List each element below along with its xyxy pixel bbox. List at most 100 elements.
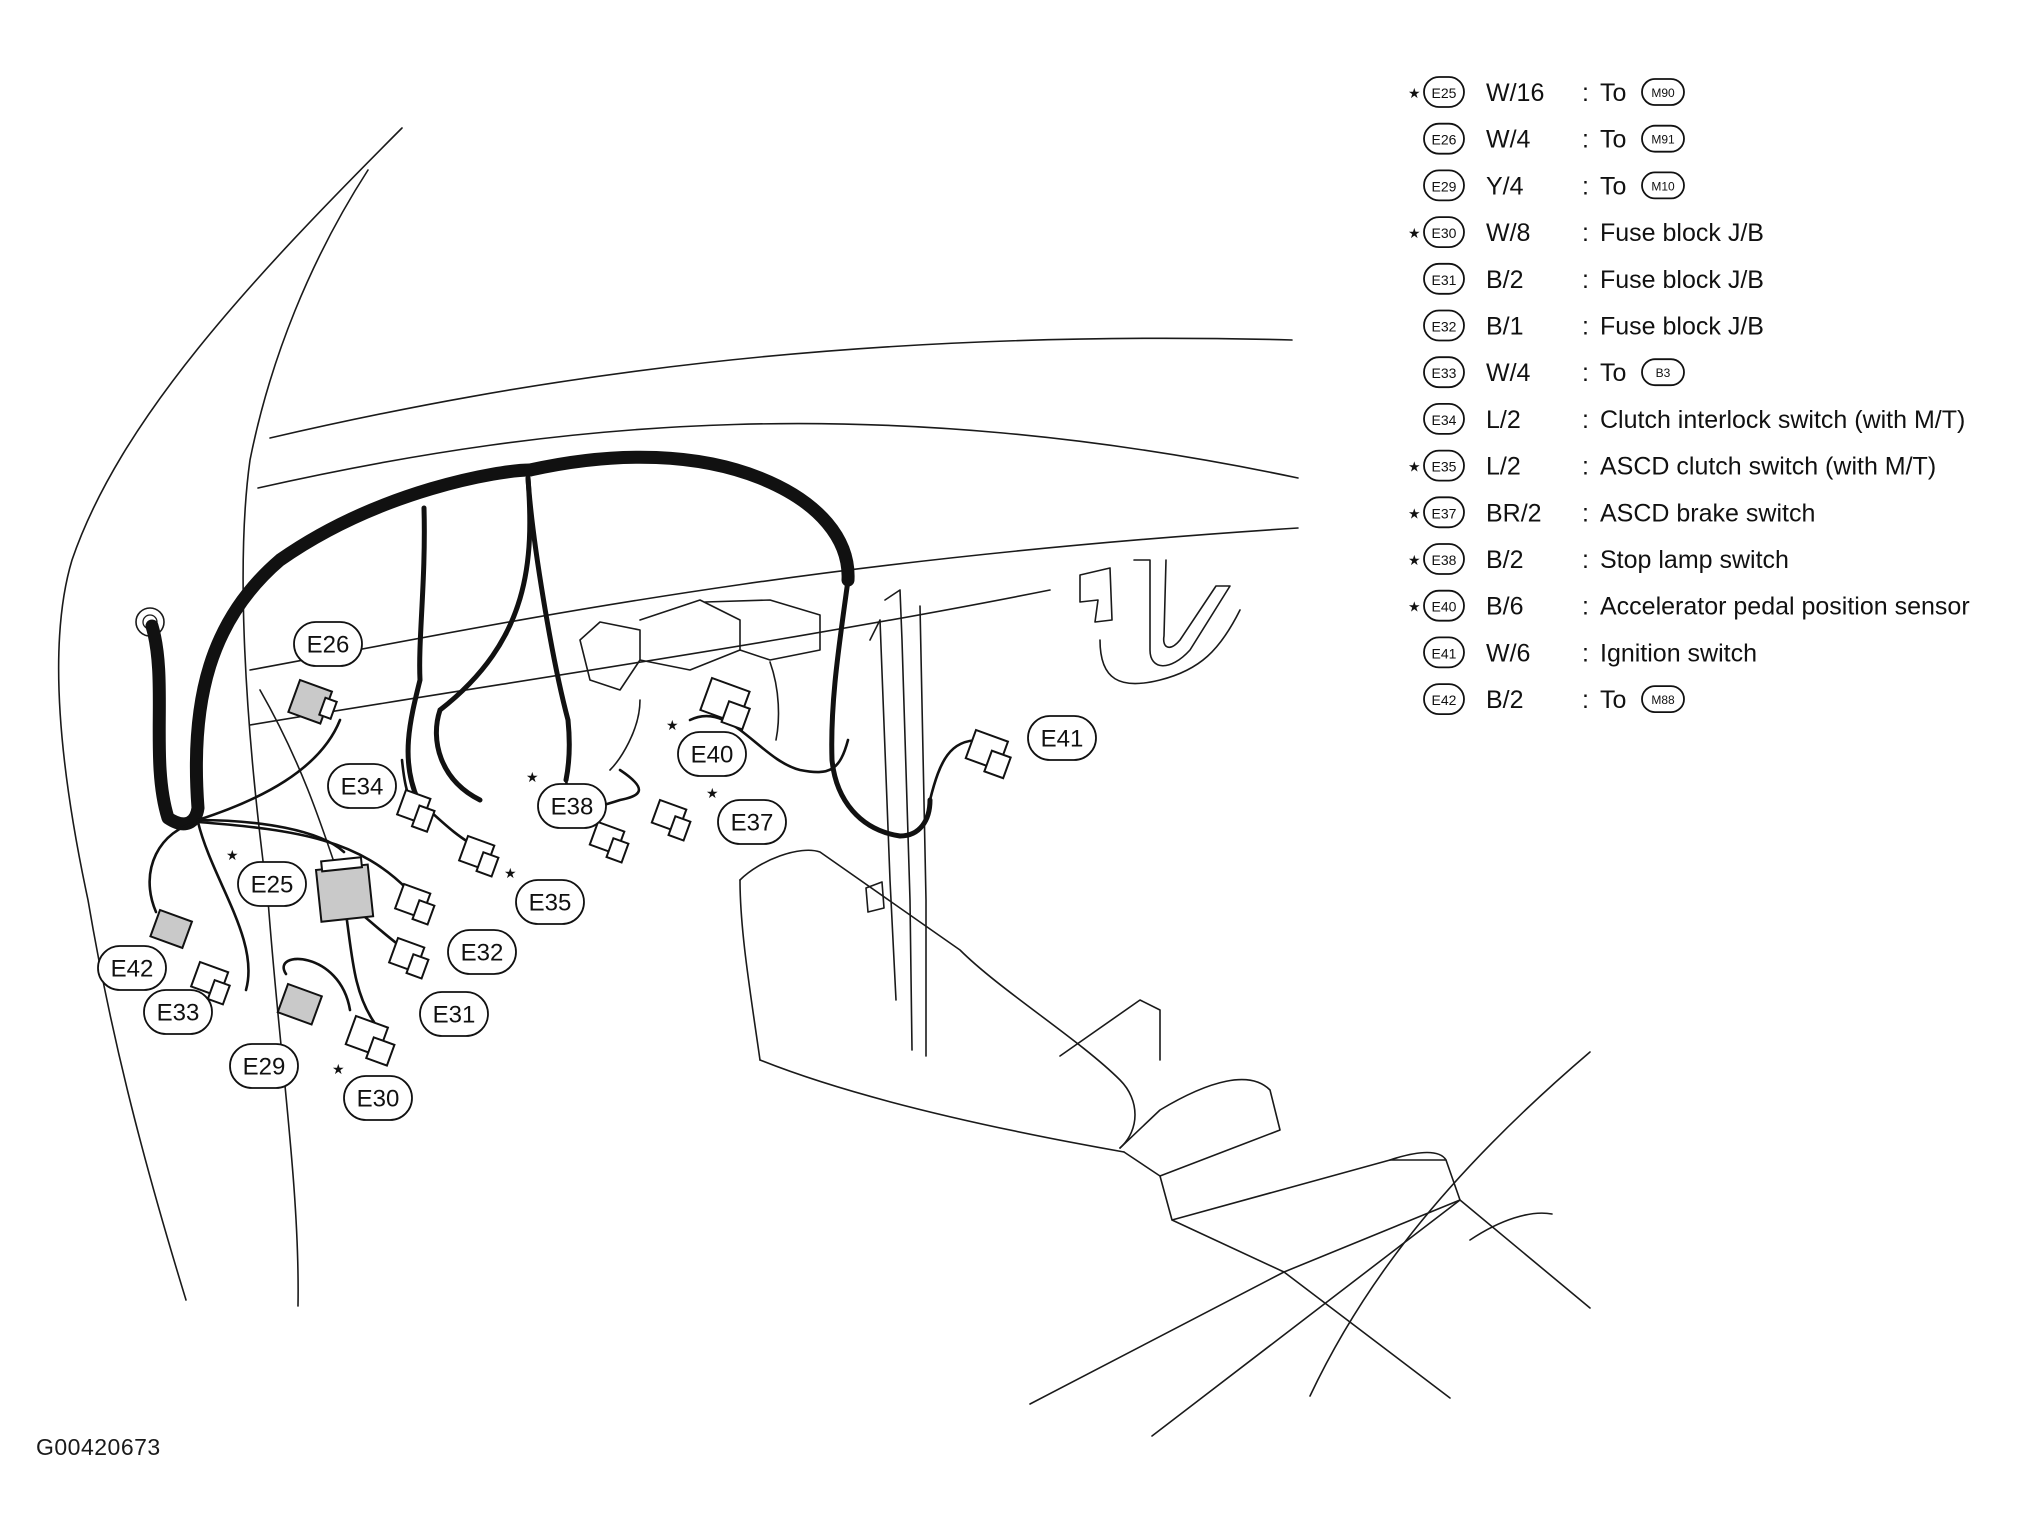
legend-separator: :: [1582, 219, 1589, 247]
floor-line-d: [1459, 1199, 1591, 1309]
callout-e25: E25 ★: [226, 848, 307, 907]
connector-e32-body[interactable]: [393, 882, 438, 926]
legend-ref-badge: [1641, 685, 1685, 713]
legend-connector-id: E35: [1432, 459, 1457, 475]
legend-connector-badge: [1423, 636, 1465, 669]
floor-line-c: [1283, 1271, 1451, 1399]
callout-e32: E32: [447, 929, 517, 975]
connector-e33-body[interactable]: [189, 960, 234, 1006]
callout-label: E40: [691, 742, 734, 769]
legend-separator: :: [1582, 499, 1589, 527]
harness-right-trunk: [829, 577, 933, 839]
harness-main-trunk: [145, 463, 537, 831]
legend-spec: W/6: [1486, 639, 1530, 667]
connector-bodies: [149, 676, 1016, 1067]
legend-separator: :: [1582, 639, 1589, 667]
connector-e31-body[interactable]: [387, 936, 432, 980]
legend-spec: B/1: [1486, 313, 1524, 341]
legend-star-marker: ★: [1408, 460, 1421, 476]
callout-bubble: [537, 783, 607, 829]
legend-separator: :: [1582, 172, 1589, 200]
console-bracket: [884, 589, 913, 1051]
callout-label: E26: [307, 632, 350, 659]
legend-connector-id: E42: [1432, 692, 1457, 708]
callout-label: E29: [243, 1054, 286, 1081]
callout-e37: E37★: [706, 786, 787, 845]
steering-column-bracket: [579, 621, 641, 691]
callout-e38: E38★: [526, 770, 607, 829]
console-step: [1159, 1159, 1461, 1273]
legend-connector-badge: [1423, 262, 1465, 295]
callout-bubble: [237, 861, 307, 907]
legend-ref-id: B3: [1656, 366, 1671, 380]
callout-bubble: [677, 731, 747, 777]
console-bracket-edge: [869, 619, 897, 1001]
legend-ref-id: M10: [1651, 179, 1675, 193]
connector-e41-body[interactable]: [964, 728, 1016, 780]
callout-bubble: [419, 991, 489, 1037]
legend-spec: L/2: [1486, 406, 1521, 434]
connector-e29-body[interactable]: [276, 982, 324, 1026]
callout-bubble: [293, 621, 363, 667]
connector-e25-body[interactable]: [314, 856, 375, 923]
legend-star-marker: ★: [1408, 86, 1421, 102]
callout-label: E25: [251, 872, 294, 899]
legend-connector-id: E34: [1432, 412, 1457, 428]
legend-connector-id: E41: [1432, 645, 1457, 661]
dash-upper-edge: [257, 422, 1299, 489]
console-bracket-inner: [919, 605, 927, 1057]
legend-description: Fuse block J/B: [1600, 219, 1764, 247]
connector-e35-body[interactable]: [457, 834, 502, 878]
a-pillar-inner: [242, 169, 369, 1307]
callout-label: E32: [461, 940, 504, 967]
legend-description: To: [1600, 172, 1626, 200]
connector-e42-body[interactable]: [149, 908, 194, 950]
seat-line-a: [1309, 1051, 1591, 1397]
legend-ref-badge: [1641, 124, 1685, 153]
floor-line-b: [1151, 1199, 1461, 1437]
legend-description: Ignition switch: [1600, 639, 1757, 667]
legend-separator: :: [1582, 546, 1589, 574]
glovebox-hook: [1133, 559, 1231, 667]
callout-label: E33: [157, 1000, 200, 1027]
star-marker: ★: [526, 770, 539, 786]
legend-connector-badge: [1423, 589, 1465, 622]
wire-e40: [688, 714, 850, 774]
star-marker: ★: [504, 866, 517, 882]
console-top: [739, 849, 1136, 1149]
callout-bubble: [1027, 715, 1097, 761]
connector-e34-body[interactable]: [395, 788, 438, 833]
callout-label: E37: [731, 810, 774, 837]
callout-bubble: [343, 1075, 413, 1121]
legend-connector-id: E31: [1432, 272, 1457, 288]
legend-description: Clutch interlock switch (with M/T): [1600, 406, 1965, 434]
legend-spec: B/2: [1486, 546, 1524, 574]
connector-e38-body[interactable]: [588, 820, 632, 864]
callout-label: E34: [341, 774, 384, 801]
legend-ref-id: M91: [1651, 133, 1675, 147]
legend-connector-id: E26: [1432, 132, 1457, 148]
connector-e30-body[interactable]: [344, 1014, 400, 1067]
callout-bubble: [717, 799, 787, 845]
legend-spec: B/2: [1486, 686, 1524, 714]
legend-description: Accelerator pedal position sensor: [1600, 593, 1970, 621]
column-mount-b: [704, 599, 821, 661]
legend-separator: :: [1582, 266, 1589, 294]
connector-e40-body[interactable]: [699, 676, 755, 731]
legend-description: Fuse block J/B: [1600, 266, 1764, 294]
star-marker: ★: [226, 848, 239, 864]
wiring-harness: [145, 450, 982, 1024]
callout-e35: E35★: [504, 866, 585, 925]
legend-ref-badge: [1641, 78, 1685, 106]
legend-description: ASCD brake switch: [1600, 499, 1815, 527]
connector-e26-body[interactable]: [287, 678, 339, 726]
connector-e37-body[interactable]: [650, 798, 694, 842]
